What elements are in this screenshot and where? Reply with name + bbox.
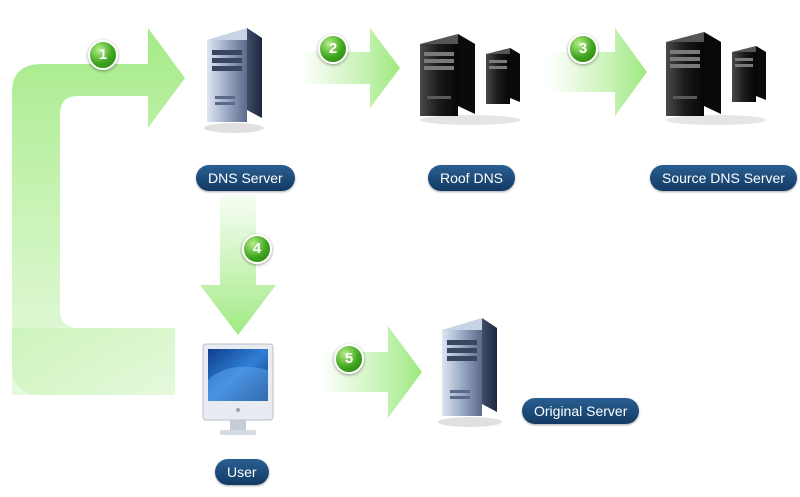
arrow-step-5 <box>320 326 422 418</box>
arrow-step-2 <box>300 28 400 108</box>
source-dns-server-label: Source DNS Server <box>650 165 797 191</box>
arrow-step-1 <box>12 28 185 395</box>
original-server-label: Original Server <box>522 398 640 424</box>
step-badge-2: 2 <box>318 34 348 64</box>
step-badge-4: 4 <box>242 234 272 264</box>
arrow-step-4 <box>200 195 276 335</box>
dns-server-label: DNS Server <box>196 165 295 191</box>
step-badge-1: 1 <box>88 40 118 70</box>
source-dns-server-pair-icon <box>666 32 766 125</box>
dns-server-tower-icon <box>204 28 264 133</box>
step-badge-3: 3 <box>568 34 598 64</box>
roof-dns-label: Roof DNS <box>428 165 516 191</box>
user-monitor-icon <box>202 343 274 435</box>
original-server-tower-icon <box>438 318 502 427</box>
step-badge-5: 5 <box>334 344 364 374</box>
user-label: User <box>215 459 269 485</box>
roof-dns-server-pair-icon <box>420 34 520 125</box>
arrow-step-3 <box>548 28 647 116</box>
